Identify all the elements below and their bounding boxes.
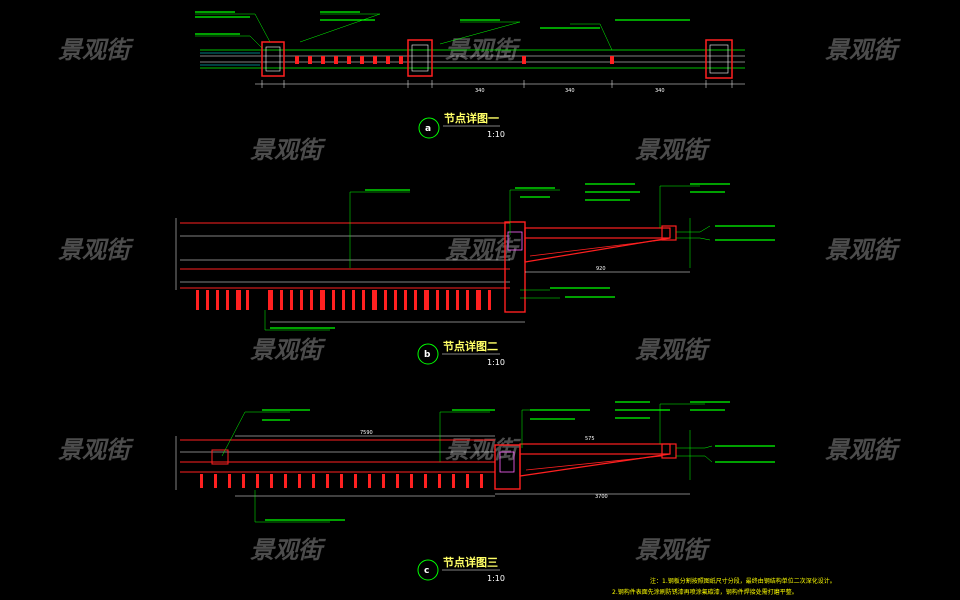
detail-mark: b <box>424 350 431 360</box>
note-line: 注：1.钢板分割按照图纸尺寸分段，最终由钢结构单位二次深化设计。 <box>650 577 836 585</box>
detail-a-drawing: 340 340 340 <box>195 11 745 94</box>
detail-scale: 1:10 <box>487 130 505 139</box>
watermark: 景观街 <box>58 236 134 264</box>
note-line: 2.钢构件表面先涂刷防锈漆再喷涂氟碳漆，钢构件焊接处需打磨平整。 <box>612 588 798 596</box>
detail-a-title: a 节点详图一 1:10 <box>418 111 505 139</box>
dimension-label: 575 <box>585 436 595 442</box>
dimension-label: 920 <box>596 266 606 272</box>
watermark: 景观街 <box>825 436 901 464</box>
detail-title: 节点详图三 <box>443 555 498 569</box>
watermark: 景观街 <box>825 36 901 64</box>
watermark: 景观街 <box>58 36 134 64</box>
detail-c-drawing: 7590 3700 575 <box>175 401 775 523</box>
detail-b-title: b 节点详图二 1:10 <box>417 339 505 367</box>
watermark: 景观街 <box>635 536 711 564</box>
watermark: 景观街 <box>635 336 711 364</box>
watermark: 景观街 <box>825 236 901 264</box>
detail-scale: 1:10 <box>487 358 505 367</box>
dimension-label: 340 <box>475 88 485 94</box>
watermark: 景观街 <box>445 436 521 464</box>
watermark: 景观街 <box>58 436 134 464</box>
watermark: 景观街 <box>635 136 711 164</box>
dimension-label: 7590 <box>360 430 373 436</box>
detail-scale: 1:10 <box>487 574 505 583</box>
dimension-label: 340 <box>565 88 575 94</box>
dimension-label: 3700 <box>595 494 608 500</box>
detail-b-drawing: 920 <box>175 183 775 331</box>
detail-title: 节点详图二 <box>443 339 498 353</box>
watermark: 景观街 <box>250 336 326 364</box>
watermark: 景观街 <box>250 536 326 564</box>
detail-title: 节点详图一 <box>444 111 499 125</box>
detail-mark: c <box>424 566 429 576</box>
detail-mark: a <box>425 124 431 134</box>
dimension-label: 340 <box>655 88 665 94</box>
general-notes: 注：1.钢板分割按照图纸尺寸分段，最终由钢结构单位二次深化设计。 2.钢构件表面… <box>612 577 836 596</box>
watermark: 景观街 <box>250 136 326 164</box>
watermarks: 景观街 景观街 景观街 景观街 景观街 景观街 景观街 景观街 景观街 景观街 … <box>58 36 901 564</box>
detail-c-title: c 节点详图三 1:10 <box>417 555 505 583</box>
